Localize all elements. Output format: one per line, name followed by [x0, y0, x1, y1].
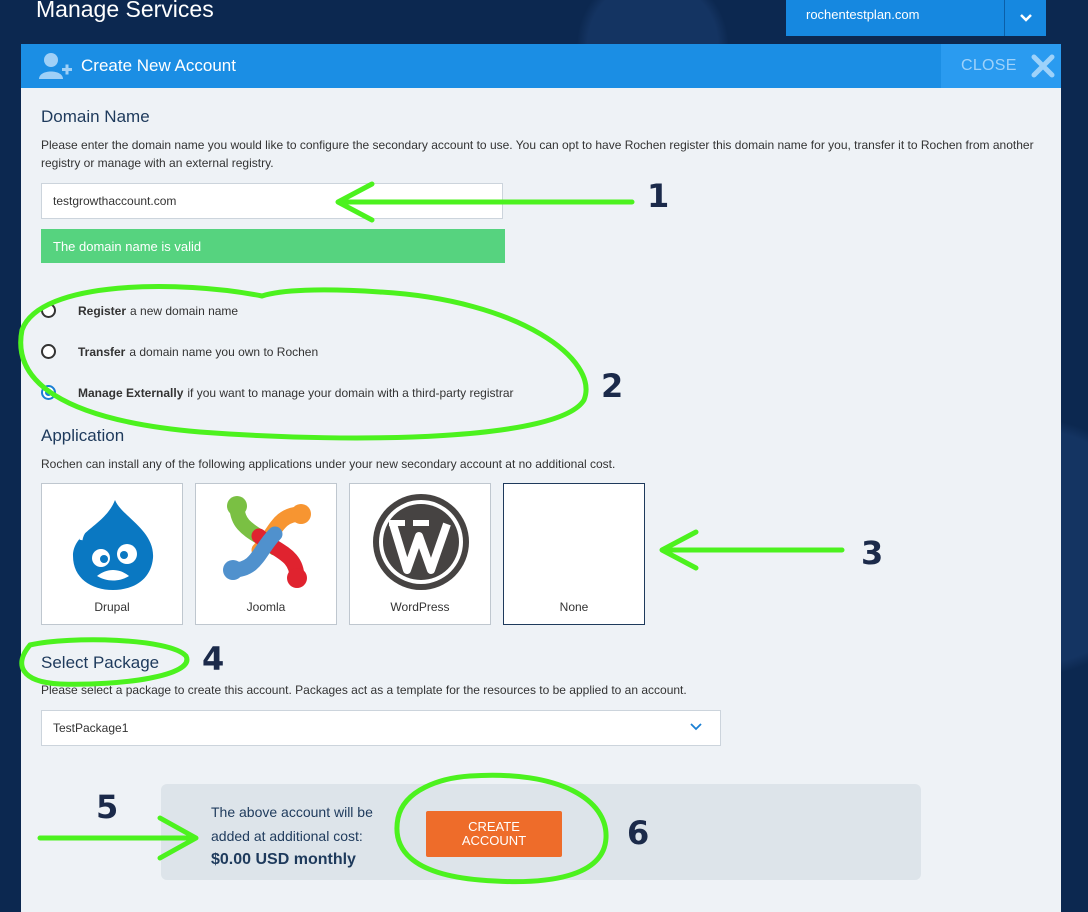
application-description: Rochen can install any of the following … — [41, 457, 616, 471]
application-heading: Application — [41, 426, 125, 445]
radio-register[interactable]: Register a new domain name — [41, 303, 238, 318]
chevron-down-icon[interactable] — [1004, 0, 1046, 36]
option-text: a domain name you own to Rochen — [129, 344, 319, 359]
create-account-modal: Create New Account CLOSE Domain Name Ple… — [21, 44, 1061, 912]
wordpress-logo-icon — [373, 494, 469, 590]
close-icon[interactable] — [1031, 54, 1055, 78]
app-label: Joomla — [246, 600, 286, 614]
account-select-dropdown[interactable]: rochentestplan.com — [786, 0, 1046, 36]
domain-input[interactable]: testgrowthaccount.com — [41, 183, 503, 219]
cost-line-1: The above account will be — [211, 804, 373, 820]
close-label: CLOSE — [961, 57, 1017, 74]
package-select[interactable]: TestPackage1 — [41, 710, 721, 746]
close-button[interactable]: CLOSE — [941, 44, 1061, 88]
package-select-value: TestPackage1 — [53, 721, 129, 735]
cost-text: The above account will be added at addit… — [211, 800, 373, 872]
cost-amount: $0.00 USD monthly — [211, 851, 356, 868]
radio-manage-externally[interactable]: Manage Externally if you want to manage … — [41, 385, 514, 400]
chevron-down-icon[interactable] — [690, 723, 702, 731]
option-bold-label: Register — [78, 303, 127, 318]
add-user-icon — [39, 53, 72, 79]
create-account-button[interactable]: CREATE ACCOUNT — [426, 811, 562, 857]
radio-button[interactable] — [41, 344, 56, 359]
modal-header: Create New Account CLOSE — [21, 44, 1061, 88]
create-button-line-1: CREATE — [468, 819, 520, 834]
app-card-none[interactable]: None — [503, 483, 645, 625]
account-select-value: rochentestplan.com — [806, 6, 920, 22]
option-bold-label: Transfer — [78, 344, 126, 359]
app-label: WordPress — [390, 600, 450, 614]
option-bold-label: Manage Externally — [78, 385, 184, 400]
cost-line-2: added at additional cost: — [211, 828, 363, 844]
package-description: Please select a package to create this a… — [41, 683, 687, 697]
joomla-logo-icon — [223, 496, 311, 588]
domain-description: Please enter the domain name you would l… — [41, 138, 1034, 170]
modal-title: Create New Account — [81, 56, 236, 75]
domain-name-heading: Domain Name — [41, 107, 150, 126]
radio-button[interactable] — [41, 303, 56, 318]
page-title: Manage Services — [36, 0, 214, 22]
radio-button-selected[interactable] — [41, 385, 56, 400]
app-card-wordpress[interactable]: WordPress — [349, 483, 491, 625]
select-package-heading: Select Package — [41, 653, 160, 672]
create-button-line-2: ACCOUNT — [461, 833, 527, 848]
drupal-logo-icon — [73, 500, 154, 590]
option-text: a new domain name — [130, 303, 239, 318]
app-label: None — [559, 600, 589, 614]
domain-valid-message: The domain name is valid — [41, 229, 505, 263]
app-label: Drupal — [94, 600, 130, 614]
cost-summary-box: The above account will be added at addit… — [161, 784, 921, 880]
app-card-joomla[interactable]: Joomla — [195, 483, 337, 625]
app-card-drupal[interactable]: Drupal — [41, 483, 183, 625]
radio-transfer[interactable]: Transfer a domain name you own to Rochen — [41, 344, 318, 359]
option-text: if you want to manage your domain with a… — [187, 385, 514, 400]
